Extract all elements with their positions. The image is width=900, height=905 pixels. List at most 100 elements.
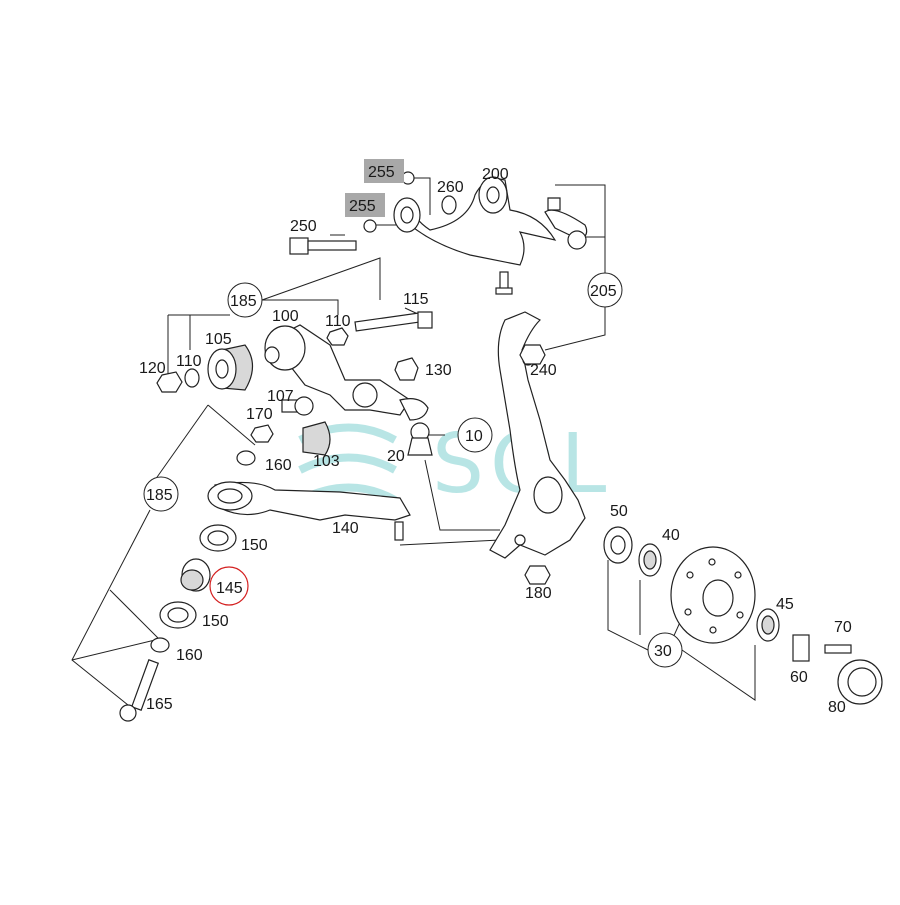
washer-255b bbox=[363, 219, 377, 233]
bushing-105-core bbox=[215, 359, 229, 379]
upper-arm-bushing-rear-core bbox=[486, 186, 500, 204]
leader-205-bottom bbox=[544, 305, 606, 351]
leader-185b-4 bbox=[71, 639, 156, 661]
bolt-250-shank bbox=[307, 240, 357, 251]
label-165: 165 bbox=[146, 696, 173, 713]
bolt-165-shank bbox=[130, 659, 160, 711]
label-20: 20 bbox=[387, 448, 405, 465]
ball-joint-20-body bbox=[407, 437, 433, 456]
leader-185b-3 bbox=[71, 509, 151, 706]
highlight-255a bbox=[364, 159, 404, 183]
leader-205-top bbox=[555, 184, 606, 275]
leader-30-50 bbox=[607, 560, 649, 651]
bolt-115-head bbox=[417, 311, 433, 329]
label-30: 30 bbox=[654, 643, 672, 660]
label-40: 40 bbox=[662, 527, 680, 544]
callout-205 bbox=[587, 272, 623, 308]
thrust-arm-eye bbox=[352, 382, 378, 408]
label-103: 103 bbox=[313, 453, 340, 470]
label-255b: 255 bbox=[349, 198, 376, 215]
watermark-swoosh-2 bbox=[298, 453, 397, 474]
washer-260 bbox=[441, 195, 457, 215]
callout-185b bbox=[143, 476, 179, 512]
label-200: 200 bbox=[482, 166, 509, 183]
steering-knuckle bbox=[489, 311, 586, 559]
bolt-115 bbox=[354, 311, 433, 332]
label-185a: 185 bbox=[230, 293, 257, 310]
washer-160b bbox=[150, 637, 170, 653]
lower-arm-stud bbox=[394, 521, 404, 541]
leader-185b-5 bbox=[109, 589, 161, 641]
thrust-arm-joint bbox=[399, 398, 429, 421]
ball-joint-20 bbox=[407, 422, 433, 456]
label-110b: 110 bbox=[176, 353, 202, 370]
bolt-250 bbox=[289, 237, 357, 255]
upper-arm-body bbox=[393, 178, 557, 266]
label-160b: 160 bbox=[176, 647, 203, 664]
label-150a: 150 bbox=[241, 537, 268, 554]
nut-130 bbox=[394, 357, 419, 381]
nut-60 bbox=[792, 634, 810, 662]
callout-185a bbox=[227, 282, 263, 318]
upper-arm-stud-nut bbox=[495, 287, 513, 295]
thrust-arm-bushing-core bbox=[264, 346, 280, 364]
upper-arm-bushing-front-core bbox=[400, 206, 414, 224]
label-205: 205 bbox=[590, 283, 617, 300]
label-110a: 110 bbox=[325, 313, 351, 330]
ball-joint-nut bbox=[547, 197, 561, 211]
leader-185a-h2 bbox=[261, 257, 381, 301]
bolt-250-head bbox=[289, 237, 309, 255]
hub-center bbox=[702, 579, 734, 617]
highlight-ring-145 bbox=[209, 566, 249, 606]
lower-arm-body bbox=[214, 481, 411, 521]
thrust-arm-100 bbox=[264, 324, 429, 421]
bushing-103 bbox=[302, 421, 331, 456]
label-140: 140 bbox=[332, 520, 359, 537]
lower-arm-bushing-core bbox=[217, 488, 243, 504]
nut-120 bbox=[156, 371, 183, 393]
hub-bolt-hole-6 bbox=[684, 608, 692, 616]
label-80: 80 bbox=[828, 699, 846, 716]
label-107: 107 bbox=[267, 388, 294, 405]
bushing-105 bbox=[207, 344, 254, 391]
callout-30 bbox=[647, 632, 683, 668]
label-240: 240 bbox=[530, 362, 557, 379]
bolt-165 bbox=[119, 659, 160, 722]
bushing-145 bbox=[180, 569, 204, 591]
leader-30-45 bbox=[681, 645, 756, 701]
cap-80-face bbox=[847, 667, 877, 697]
callout-10 bbox=[457, 417, 493, 453]
hub-bolt-hole-4 bbox=[736, 611, 744, 619]
highlight-255b bbox=[345, 193, 385, 217]
label-150b: 150 bbox=[202, 613, 229, 630]
upper-arm-stud bbox=[499, 271, 509, 291]
hub-bolt-hole-3 bbox=[734, 571, 742, 579]
label-45: 45 bbox=[776, 596, 794, 613]
leader-185a-h3 bbox=[262, 299, 339, 315]
label-130: 130 bbox=[425, 362, 452, 379]
bearing-45-inner bbox=[761, 615, 775, 635]
label-250: 250 bbox=[290, 218, 317, 235]
ball-joint-ball bbox=[567, 230, 587, 250]
nut-170 bbox=[250, 424, 274, 443]
lower-control-arm-140 bbox=[207, 481, 411, 541]
nut-240 bbox=[519, 344, 546, 365]
bolt-115-shank bbox=[354, 312, 422, 332]
label-70: 70 bbox=[834, 619, 852, 636]
hub-bolt-hole-1 bbox=[686, 571, 694, 579]
bushing-107 bbox=[294, 396, 314, 416]
upper-control-arm bbox=[393, 176, 588, 295]
washer-110b bbox=[184, 368, 200, 388]
bushing-150b-core bbox=[167, 607, 189, 623]
label-180: 180 bbox=[525, 585, 552, 602]
label-170: 170 bbox=[246, 406, 273, 423]
label-255a: 255 bbox=[368, 164, 395, 181]
nut-110a bbox=[326, 327, 349, 346]
label-260: 260 bbox=[437, 179, 464, 196]
hub-bolt-hole-2 bbox=[708, 558, 716, 566]
leader-140-knuckle bbox=[399, 539, 501, 546]
knuckle-hole-bottom bbox=[514, 534, 526, 546]
leader-185b-1 bbox=[207, 404, 256, 446]
